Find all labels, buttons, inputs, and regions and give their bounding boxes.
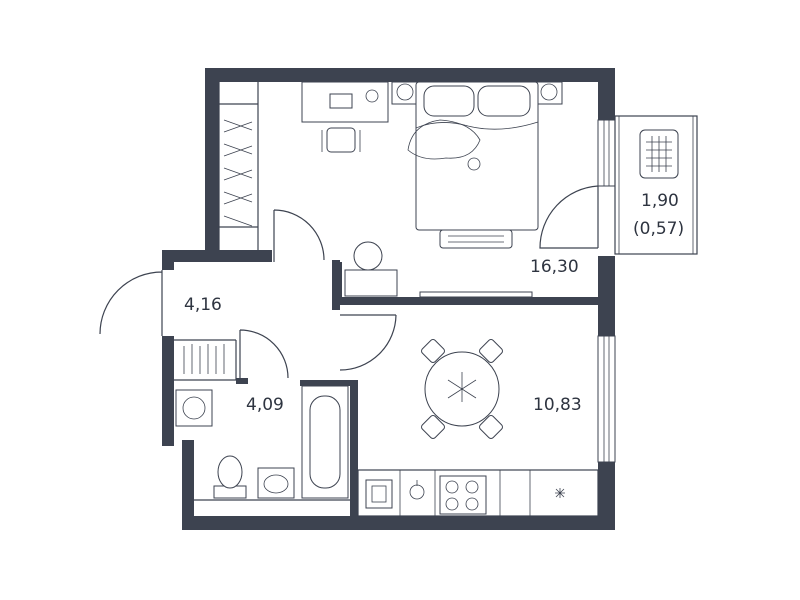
laundry-basket-icon <box>639 129 679 179</box>
wall-partition-hall-vertical <box>332 260 340 310</box>
area-bedroom: 16,30 <box>530 257 579 277</box>
door-balcony <box>539 185 599 249</box>
door-bathroom <box>239 329 289 380</box>
wall-bottom <box>182 516 615 530</box>
desk-chair <box>326 127 356 153</box>
sink-icon <box>257 467 295 499</box>
round-pouf <box>353 241 383 271</box>
door-entrance <box>99 270 163 336</box>
interior-lines <box>174 82 599 517</box>
balcony-outline <box>614 115 698 255</box>
toilet-icon <box>213 455 247 499</box>
faucet-icon <box>409 480 425 500</box>
window-kitchen <box>597 335 616 463</box>
double-bed <box>407 81 539 231</box>
hall-bath-furniture <box>175 344 349 499</box>
area-kitchen: 10,83 <box>533 395 582 415</box>
bathtub <box>301 385 349 499</box>
wall-hall-top <box>162 250 272 262</box>
wall-top <box>205 68 615 82</box>
wall-bath-left <box>182 440 194 530</box>
windows <box>597 119 616 463</box>
bench-rug <box>439 229 513 249</box>
bedroom-furniture <box>223 81 563 298</box>
bedside-table-right <box>535 81 563 105</box>
bedside-table-left <box>391 81 419 105</box>
area-balcony-reduced: (0,57) <box>633 219 684 239</box>
balcony <box>614 115 698 255</box>
cooktop-icon <box>439 475 487 515</box>
walls <box>162 68 615 530</box>
window-bedroom <box>597 119 616 187</box>
area-bathroom: 4,09 <box>246 395 284 415</box>
monitor-icon <box>329 93 353 109</box>
wall-thin-1 <box>338 262 342 298</box>
doors <box>99 185 599 380</box>
tv-icon <box>419 291 533 298</box>
wall-right-bottom <box>598 462 615 530</box>
kitchen-furniture <box>365 339 565 515</box>
wall-bath-top-left <box>236 378 248 384</box>
hall-closet-icon <box>183 344 225 374</box>
washing-machine-icon <box>175 389 213 427</box>
wall-hall-left-top <box>162 250 174 270</box>
wall-right-top <box>598 68 615 120</box>
wall-hall-left-bottom <box>162 336 174 446</box>
wall-bath-top <box>300 380 358 386</box>
door-kitchen <box>339 314 397 371</box>
dining-table <box>421 339 503 439</box>
wardrobe-icon <box>223 119 253 227</box>
area-labels: 16,30 1,90 (0,57) 4,16 4,09 10,83 <box>184 191 684 415</box>
wall-right-mid <box>598 256 615 336</box>
area-balcony: 1,90 <box>641 191 679 211</box>
wall-partition-horizontal <box>340 297 598 305</box>
wall-left-upper <box>205 68 219 258</box>
fridge-snowflake-icon <box>555 488 565 498</box>
wall-bath-right <box>350 380 358 516</box>
area-hallway: 4,16 <box>184 295 222 315</box>
tv-console <box>344 269 398 297</box>
lamp-icon <box>365 89 379 103</box>
door-bedroom <box>273 209 325 262</box>
kitchen-sink-icon <box>365 479 393 509</box>
